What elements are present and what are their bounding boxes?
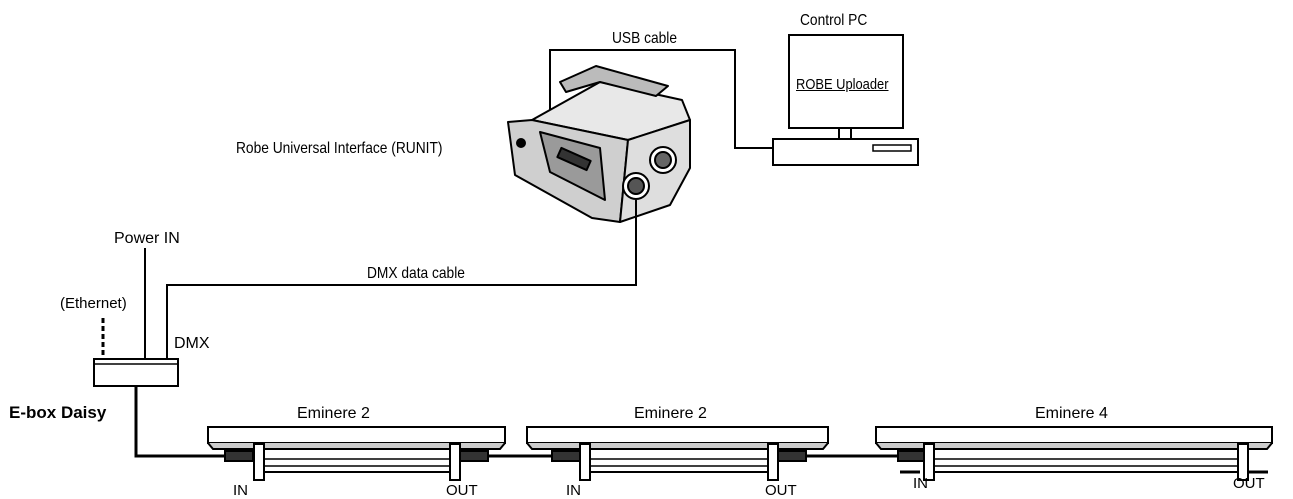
ebox-daisy-label: E-box Daisy: [9, 403, 107, 422]
fixture-2-in-label: IN: [566, 482, 581, 499]
ebox-to-fixture-cable: [134, 386, 225, 458]
fixture-3-in-label: IN: [913, 475, 928, 492]
robe-uploader-label: ROBE Uploader: [796, 76, 889, 93]
fixture-2-out-label: OUT: [765, 482, 797, 499]
control-pc-monitor: [772, 34, 919, 166]
fixture-1-in-label: IN: [233, 482, 248, 499]
power-in-label: Power IN: [114, 230, 180, 247]
fixture-3-name: Eminere 4: [1035, 405, 1108, 422]
dmx-data-cable: [166, 200, 637, 359]
fixture-2-name: Eminere 2: [634, 405, 707, 422]
fixture-1-name: Eminere 2: [297, 405, 370, 422]
dmx-data-cable-label: DMX data cable: [367, 265, 465, 282]
fixture-eminere-2-a: [207, 426, 506, 481]
usb-cable-label: USB cable: [612, 30, 678, 47]
ebox-daisy: [93, 358, 179, 387]
runit-label: Robe Universal Interface (RUNIT): [236, 140, 443, 157]
ethernet-label: (Ethernet): [60, 295, 127, 312]
fixture-3-out-label: OUT: [1233, 475, 1265, 492]
fixture-eminere-4: [875, 426, 1273, 481]
control-pc-label: Control PC: [800, 12, 868, 29]
usb-cable: [549, 49, 773, 149]
fixture-1-out-label: OUT: [446, 482, 478, 499]
fixture-eminere-2-b: [526, 426, 829, 481]
dmx-label: DMX: [174, 335, 210, 352]
runit-interface: [507, 65, 691, 223]
